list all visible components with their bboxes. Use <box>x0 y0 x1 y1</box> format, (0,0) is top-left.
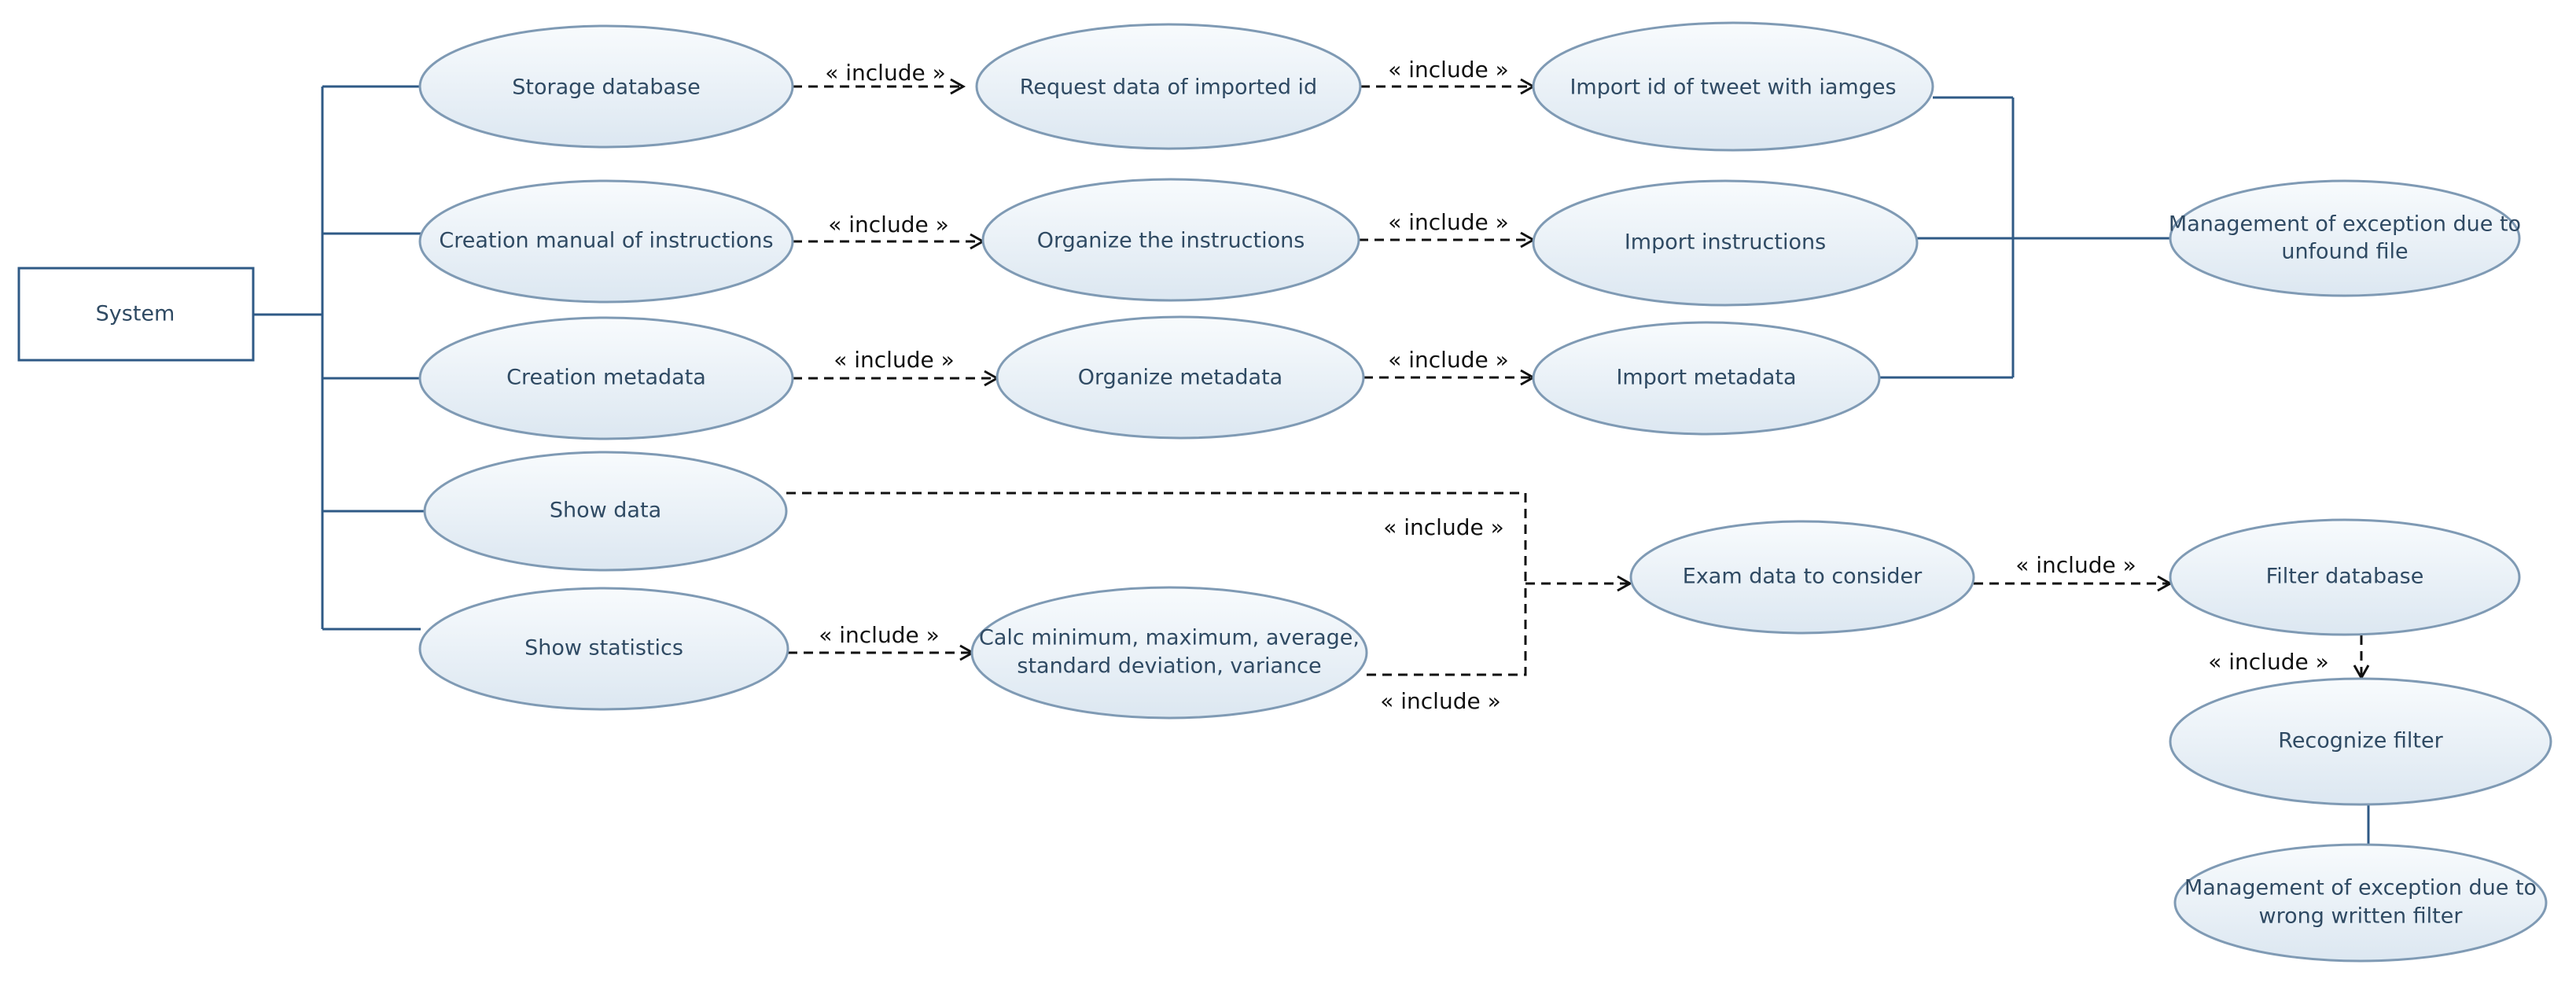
use-case-import-metadata[interactable]: Import metadata <box>1532 321 1881 436</box>
use-case-recognize-filter[interactable]: Recognize filter <box>2169 677 2552 806</box>
use-case-shape <box>975 23 1362 150</box>
include-label-storage-request: « include » <box>825 60 946 86</box>
use-case-label-line-2: unfound file <box>2281 240 2408 264</box>
use-case-shape <box>1532 321 1881 436</box>
include-label-show-data-exam: « include » <box>1383 514 1504 540</box>
use-case-shape <box>2169 179 2521 297</box>
include-label-organize-import: « include » <box>1388 209 1509 235</box>
use-case-label: Recognize filter <box>2278 729 2443 753</box>
use-case-shape <box>423 451 788 572</box>
use-case-shape <box>418 587 789 711</box>
use-case-label: Organize the instructions <box>1037 229 1305 253</box>
use-case-organize-metadata[interactable]: Organize metadata <box>995 315 1365 440</box>
include-label-calc-exam: « include » <box>1380 688 1501 714</box>
use-case-filter-database[interactable]: Filter database <box>2169 518 2521 636</box>
use-case-shape <box>995 315 1365 440</box>
actor-box <box>17 267 255 362</box>
use-case-shape <box>981 178 1360 302</box>
actor-system[interactable]: System <box>17 267 255 362</box>
use-case-shape <box>418 24 794 149</box>
use-case-request-data[interactable]: Request data of imported id <box>975 23 1362 150</box>
use-case-shape <box>2173 843 2548 963</box>
use-case-shape <box>2169 677 2552 806</box>
include-label-manual-organize: « include » <box>828 212 949 237</box>
include-labels: « include » « include » « include » « in… <box>819 57 2329 714</box>
include-label-filter-recognize: « include » <box>2208 649 2329 675</box>
use-case-shape <box>1532 21 1934 152</box>
use-case-shape <box>418 179 794 304</box>
use-case-label-line-1: Management of exception due to <box>2169 212 2521 237</box>
use-case-label: Storage database <box>512 75 700 100</box>
use-case-label-line-1: Management of exception due to <box>2184 876 2537 900</box>
include-label-organize-meta-import: « include » <box>1388 347 1509 373</box>
use-case-calc-statistics[interactable]: Calc minimum, maximum, average, standard… <box>970 586 1368 720</box>
use-case-label: Exam data to consider <box>1683 565 1923 589</box>
use-case-management-wrong-filter[interactable]: Management of exception due to wrong wri… <box>2173 843 2548 963</box>
include-label-statistics-calc: « include » <box>819 622 940 648</box>
use-case-show-data[interactable]: Show data <box>423 451 788 572</box>
use-case-label: Creation metadata <box>506 366 706 390</box>
use-case-storage-database[interactable]: Storage database <box>418 24 794 149</box>
use-case-shape <box>970 586 1368 720</box>
use-case-label: Show data <box>550 499 661 523</box>
use-case-label: Import id of tweet with iamges <box>1570 75 1896 100</box>
arrowhead-icon <box>950 78 966 95</box>
include-label-exam-filter: « include » <box>2015 552 2136 578</box>
association-lines <box>252 85 2370 845</box>
use-case-label: Request data of imported id <box>1020 75 1317 100</box>
use-case-shape <box>1629 520 1975 635</box>
include-label-metadata-organize: « include » <box>834 347 955 373</box>
use-case-exam-data[interactable]: Exam data to consider <box>1629 520 1975 635</box>
use-case-show-statistics[interactable]: Show statistics <box>418 587 789 711</box>
use-case-label: Import metadata <box>1616 366 1796 390</box>
use-case-label: Organize metadata <box>1078 366 1282 390</box>
use-case-import-tweet-ids[interactable]: Import id of tweet with iamges <box>1532 21 1934 152</box>
use-case-label-line-1: Calc minimum, maximum, average, <box>979 626 1360 650</box>
use-case-label-line-2: standard deviation, variance <box>1017 654 1321 679</box>
use-case-label: Creation manual of instructions <box>439 229 773 253</box>
use-case-organize-instructions[interactable]: Organize the instructions <box>981 178 1360 302</box>
include-line-calc-exam <box>1367 584 1527 676</box>
use-case-label: Show statistics <box>524 636 683 661</box>
use-case-creation-manual[interactable]: Creation manual of instructions <box>418 179 794 304</box>
use-case-management-unfound-file[interactable]: Management of exception due to unfound f… <box>2169 179 2521 297</box>
use-case-creation-metadata[interactable]: Creation metadata <box>418 316 794 440</box>
use-case-label: Import instructions <box>1625 230 1826 255</box>
use-case-label: Filter database <box>2266 565 2424 589</box>
use-case-shape <box>1532 179 1919 307</box>
actor-label: System <box>96 302 175 326</box>
arrowhead-icon <box>1617 575 1633 592</box>
include-label-request-import: « include » <box>1388 57 1509 83</box>
use-case-shape <box>2169 518 2521 636</box>
include-lines <box>786 78 2370 681</box>
use-case-import-instructions[interactable]: Import instructions <box>1532 179 1919 307</box>
use-case-label-line-2: wrong written filter <box>2259 904 2464 929</box>
use-case-shape <box>418 316 794 440</box>
include-line-show-data-exam <box>786 492 1527 584</box>
